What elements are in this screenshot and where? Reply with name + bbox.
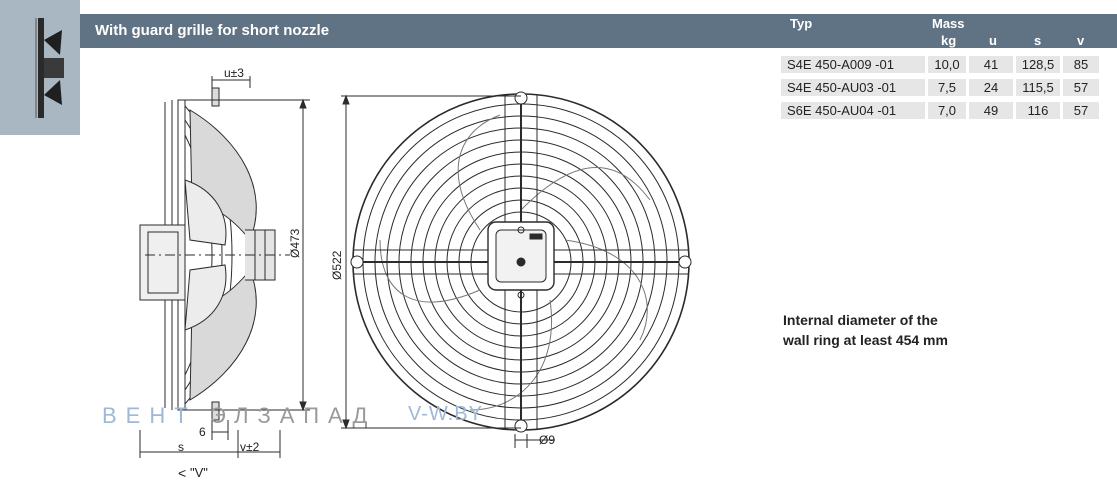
dim-u: u±3 xyxy=(224,66,244,80)
note-line-2: wall ring at least 454 mm xyxy=(783,332,948,348)
dim-522: Ø522 xyxy=(330,250,344,280)
header-band xyxy=(80,14,1117,48)
technical-drawing xyxy=(139,76,692,458)
table-row-v: 85 xyxy=(1063,56,1099,73)
table-row-v: 57 xyxy=(1063,102,1099,119)
table-row-v: 57 xyxy=(1063,79,1099,96)
col-header-v: v xyxy=(1077,33,1085,48)
dim-9: Ø9 xyxy=(539,433,556,447)
watermark-part1: ВЕНТ xyxy=(102,403,197,428)
dim-6: 6 xyxy=(199,425,206,439)
table-row-kg: 10,0 xyxy=(928,56,966,73)
table-row-u: 41 xyxy=(969,56,1013,73)
wall-ring-note: Internal diameter of the wall ring at le… xyxy=(783,310,948,350)
col-header-u: u xyxy=(989,33,997,48)
col-header-s: s xyxy=(1034,33,1042,48)
col-header-mass: Mass xyxy=(932,16,965,31)
note-line-1: Internal diameter of the xyxy=(783,312,938,328)
table-row-s: 115,5 xyxy=(1016,79,1060,96)
table-row-typ: S6E 450-AU04 -01 xyxy=(781,102,925,119)
dim-s: s xyxy=(178,440,184,454)
dim-v: v±2 xyxy=(240,440,260,454)
table-row-typ: S4E 450-AU03 -01 xyxy=(781,79,925,96)
table-row-typ: S4E 450-A009 -01 xyxy=(781,56,925,73)
col-header-kg: kg xyxy=(941,33,957,48)
table-row-kg: 7,0 xyxy=(928,102,966,119)
side-view xyxy=(139,87,290,421)
view-arrow-icon: < xyxy=(178,465,187,481)
section-title: With guard grille for short nozzle xyxy=(95,22,330,39)
fan-side-thumbnail-icon xyxy=(35,18,64,118)
watermark-part2: ЭЛЗАПАД xyxy=(210,403,377,428)
table-row-kg: 7,5 xyxy=(928,79,966,96)
table-row-u: 49 xyxy=(969,102,1013,119)
table-row-u: 24 xyxy=(969,79,1013,96)
product-thumbnail xyxy=(0,0,80,135)
table-row-s: 128,5 xyxy=(1016,56,1060,73)
watermark-url: V-W.BY xyxy=(408,403,483,425)
front-view xyxy=(350,91,692,433)
view-label: "V" xyxy=(190,465,208,480)
table-row-s: 116 xyxy=(1016,102,1060,119)
col-header-typ: Typ xyxy=(790,16,813,31)
dim-473: Ø473 xyxy=(288,228,302,258)
